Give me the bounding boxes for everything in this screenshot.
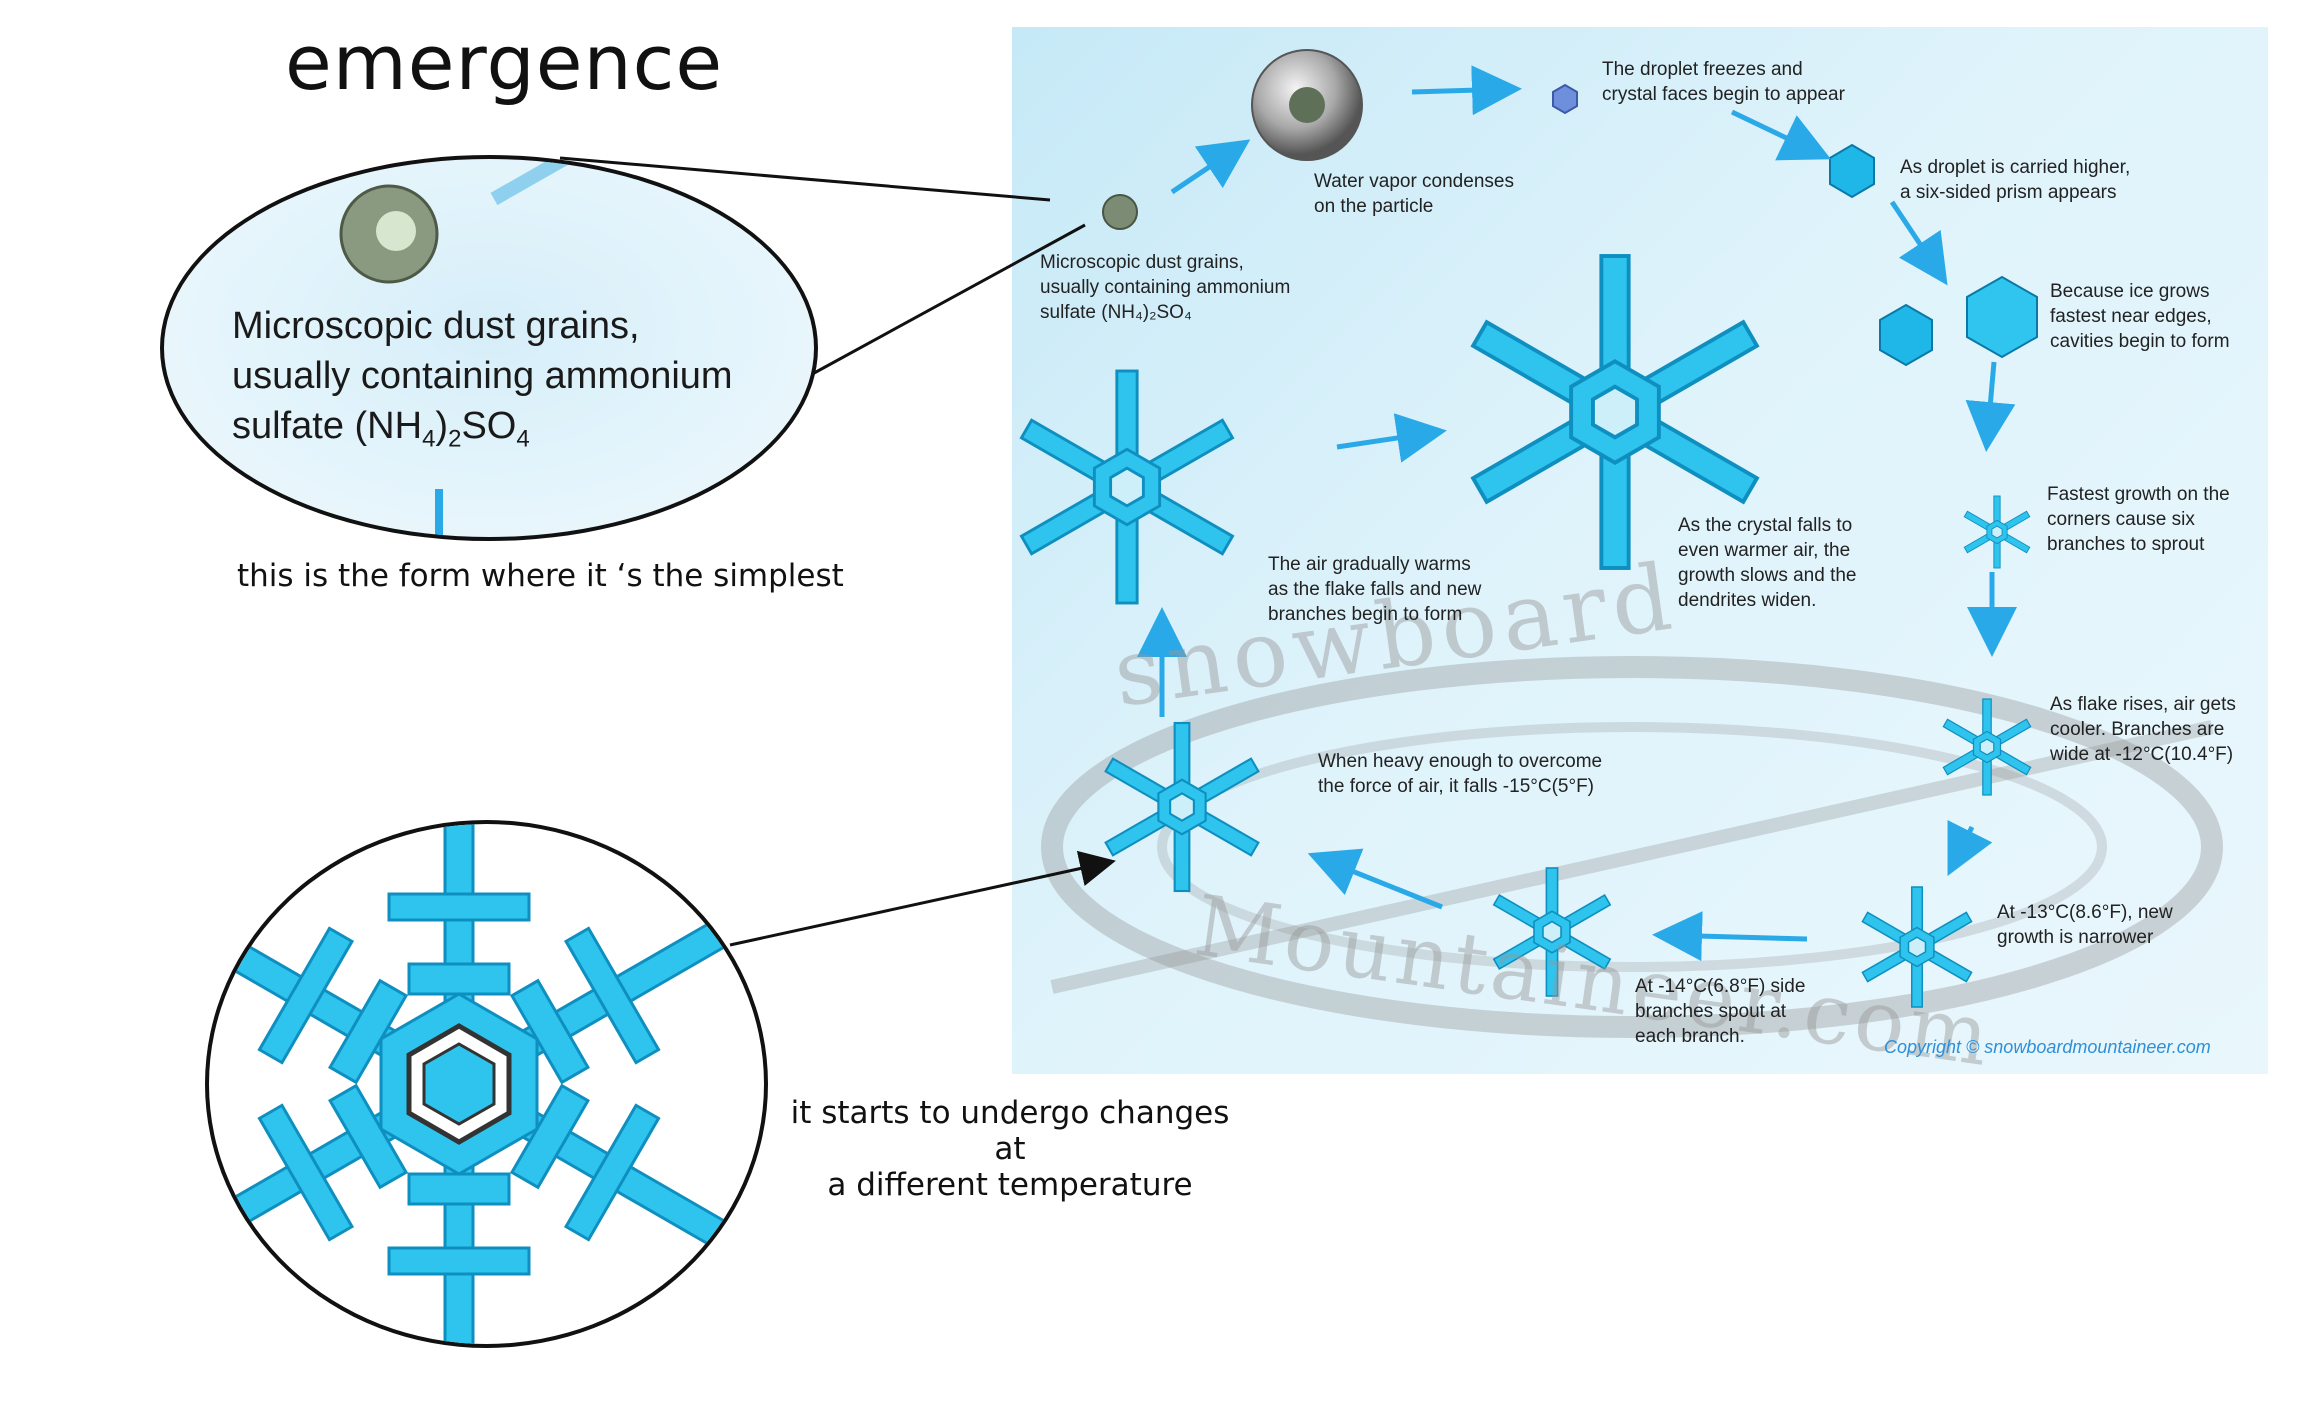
zoom-dust-text: Microscopic dust grains, usually contain… [232, 301, 733, 465]
label-side-branches: At -14°C(6.8°F) side branches spout at e… [1635, 976, 1806, 1047]
dust-grain [1102, 194, 1138, 230]
caption-changes-line2: a different temperature [827, 1167, 1193, 1203]
zoom-dust-graphic [339, 159, 568, 537]
caption-changes-line1: it starts to undergo changes at [790, 1095, 1230, 1167]
zoom-dust-line1: Microscopic dust grains, [232, 305, 640, 347]
caption-changes: it starts to undergo changes at a differ… [775, 1095, 1245, 1203]
label-narrower: At -13°C(8.6°F), new growth is narrower [1997, 902, 2173, 948]
zoom-dust-line2: usually containing ammonium [232, 355, 733, 397]
label-freeze: The droplet freezes and crystal faces be… [1602, 59, 1845, 105]
label-prism: As droplet is carried higher, a six-side… [1900, 157, 2131, 203]
label-warms: The air gradually warms as the flake fal… [1268, 554, 1482, 625]
snowflake-formation-diagram: snowboard Mountaineer.com Microscopic du… [1012, 27, 2268, 1074]
label-rises: As flake rises, air gets cooler. Branche… [2050, 694, 2236, 765]
label-widen: As the crystal falls to even warmer air,… [1678, 515, 1857, 611]
watermark-ring [1041, 656, 2223, 1038]
flake-warming [1020, 369, 1234, 605]
diagram-graphics [1020, 49, 2223, 1038]
label-cavities: Because ice grows fastest near edges, ca… [2050, 281, 2230, 352]
caption-simplest: this is the form where it ‘s the simples… [237, 558, 844, 594]
hex-plate [1966, 275, 2038, 359]
zoom-dust-line3: sulfate (NH4)2SO4 [232, 405, 530, 453]
frozen-droplet [1552, 83, 1578, 115]
label-falls: When heavy enough to overcome the force … [1318, 751, 1603, 797]
page-title: emergence [285, 18, 724, 107]
label-corners: Fastest growth on the corners cause six … [2047, 484, 2230, 555]
zoom-callout-dust: Microscopic dust grains, usually contain… [160, 155, 818, 541]
zoom-callout-snowflake [205, 820, 768, 1348]
label-dust: Microscopic dust grains, usually contain… [1040, 252, 1291, 323]
zoom-snowflake-graphic [209, 824, 728, 1344]
cycle-arrows [1137, 65, 2017, 962]
flake-six-branches [1963, 495, 2031, 569]
label-condense: Water vapor condenses on the particle [1314, 171, 1514, 217]
copyright: Copyright © snowboardmountaineer.com [1884, 1037, 2211, 1057]
hex-prism [1829, 143, 1875, 199]
